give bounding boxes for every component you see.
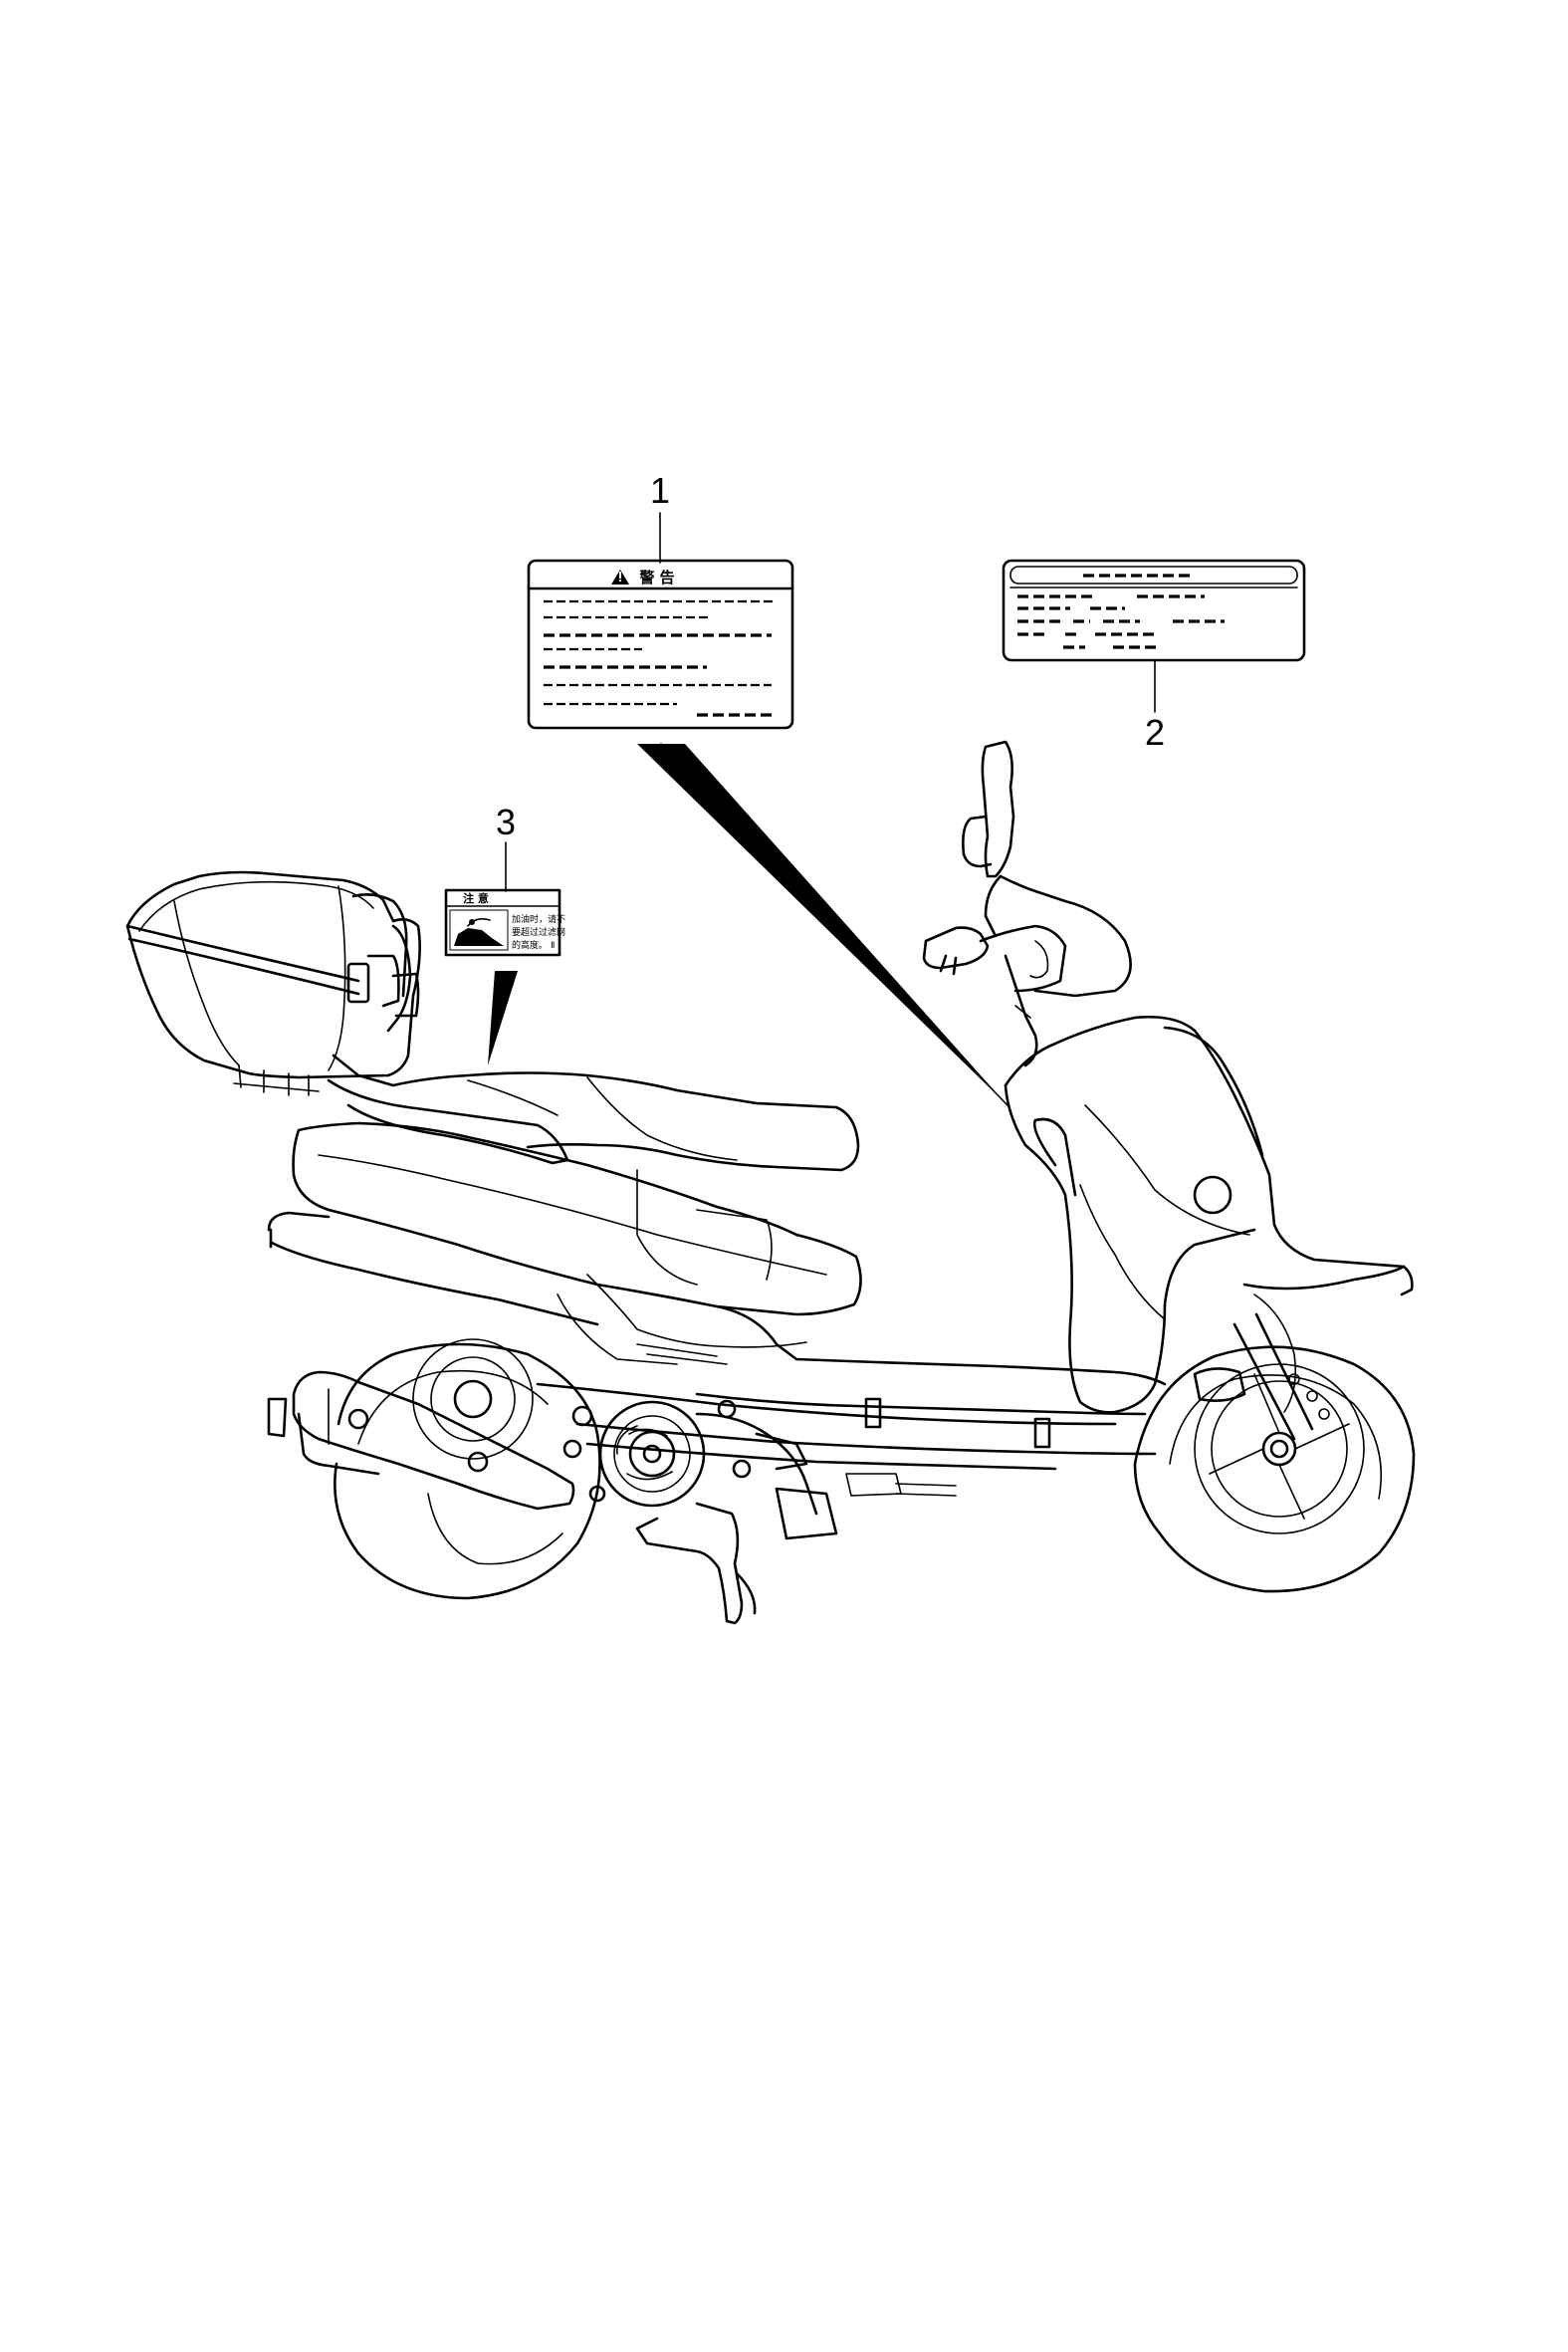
rear-body-panel [267, 1121, 862, 1365]
warning-triangle-icon [611, 570, 629, 585]
warning-label-title: 警 告 [638, 569, 674, 587]
engine-cvt [562, 1399, 957, 1540]
caution-text-line-1: 加油时，请不 [512, 913, 565, 925]
callout-number-3: 3 [496, 802, 516, 842]
handlebar-assembly [922, 740, 1132, 1067]
center-stand [635, 1502, 757, 1625]
callout-1: 1 [650, 470, 670, 564]
front-wheel [1133, 1312, 1416, 1593]
muffler [267, 1370, 575, 1511]
caution-text-line-3: 的高度。 [512, 939, 548, 951]
caution-text-line-2: 要超过过滤网 [512, 926, 565, 938]
top-case [125, 870, 421, 1096]
information-label [1002, 559, 1306, 662]
seat [327, 1054, 860, 1172]
callout-number-2: 2 [1145, 712, 1165, 753]
rear-wheel [334, 1338, 601, 1600]
front-leg-shield [1004, 1015, 1414, 1414]
warning-label: 警 告 [527, 559, 794, 730]
caution-label-title: 注 意 [463, 891, 489, 905]
floorboard [536, 1304, 1167, 1471]
pointer-wedge-1 [637, 744, 1006, 1103]
caution-text-line-4: Ⅱ [551, 941, 555, 951]
pointer-wedge-3 [488, 971, 518, 1065]
callout-3: 3 [496, 802, 516, 892]
caution-label: 注 意 加油时，请不 要超过过滤网 的高度。 Ⅱ [444, 888, 565, 957]
fuel-nozzle-icon [449, 909, 509, 951]
scooter-drawing [125, 740, 1416, 1625]
callout-2: 2 [1145, 659, 1165, 753]
callout-number-1: 1 [650, 470, 670, 511]
